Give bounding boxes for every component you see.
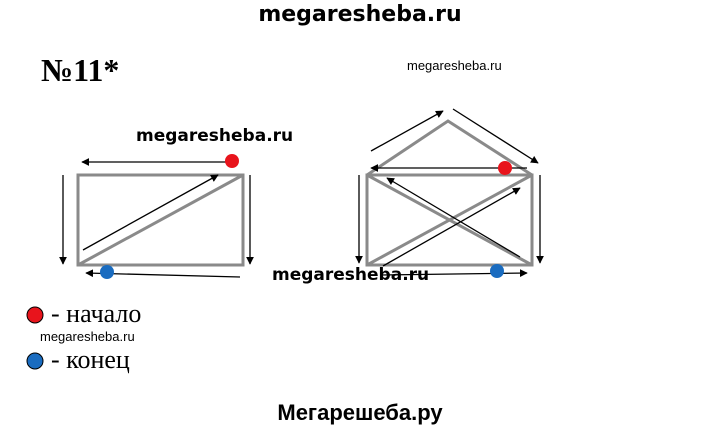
end-dot-right [490, 264, 504, 278]
watermark-small-2: megaresheba.ru [40, 329, 135, 344]
figure-envelope [365, 119, 534, 267]
watermark-left: megaresheba.ru [136, 126, 294, 146]
path-arrows-left [59, 158, 254, 278]
watermark-middle: megaresheba.ru [272, 265, 430, 285]
watermark-bottom[interactable]: Мегарешеба.ру [277, 400, 443, 425]
end-dot-left [100, 265, 114, 279]
path-arrows-right [355, 108, 544, 277]
legend-start-label: - начало [51, 299, 142, 328]
start-dot-right [498, 161, 512, 175]
legend-end-dot [26, 352, 44, 370]
start-dot-left [225, 154, 239, 168]
legend-start-dot [26, 306, 44, 324]
legend-end-label: - конец [51, 345, 130, 374]
figure-rectangle-diagonal [76, 173, 245, 267]
task-number: №11* [41, 52, 120, 88]
watermark-small: megaresheba.ru [407, 58, 502, 73]
watermark-top[interactable]: megaresheba.ru [258, 2, 462, 27]
